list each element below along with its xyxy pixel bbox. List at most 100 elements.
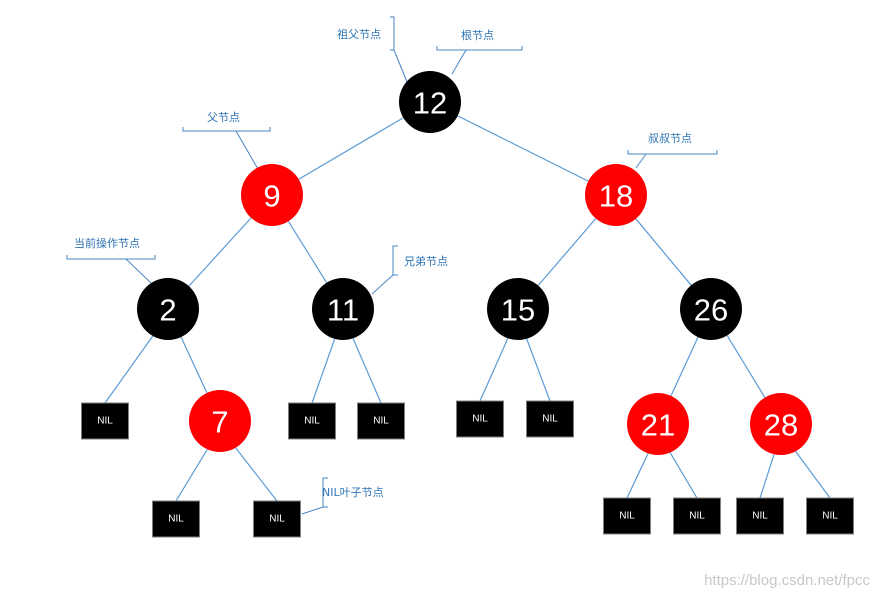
node-value: 7 [211,405,228,440]
callout-bracket-parent [182,127,271,132]
edge-n15-nil7 [526,338,551,402]
nil-box [673,497,721,535]
edge-n26-n21 [670,336,699,397]
nil-label: NIL [472,414,488,425]
nil-box [288,402,336,440]
callout-bracket-root [436,46,523,51]
node-28: 28 [750,393,812,455]
nil-box [806,497,854,535]
nil-leaf: NIL [253,500,301,538]
callout-pointer-root [451,49,467,75]
callout-label-grandparent: 祖父节点 [337,27,381,41]
node-11: 11 [312,278,374,340]
nil-box [81,402,129,440]
callout-labels: 祖父节点根节点父节点叔叔节点当前操作节点兄弟节点NIL叶子节点 [74,27,692,499]
edge-n12-n18 [457,115,589,182]
nil-label: NIL [542,414,558,425]
nil-leaf: NIL [603,497,651,535]
nil-label: NIL [168,514,184,525]
edge-n26-n28 [726,335,766,398]
callout-pointer-nil_leaf [301,506,324,515]
node-value: 21 [641,408,675,443]
node-value: 26 [694,293,728,328]
nil-leaf: NIL [526,400,574,438]
edge-n21-nil8 [626,453,649,499]
node-18: 18 [585,164,647,226]
nil-leaf: NIL [456,400,504,438]
edge-n7-nil2 [175,448,208,502]
node-value: 9 [263,179,280,214]
callout-label-nil_leaf: NIL叶子节点 [322,486,384,499]
edge-n11-nil4 [311,338,336,404]
edge-n18-n26 [635,218,692,286]
edge-n2-n7 [180,336,208,394]
node-9: 9 [241,164,303,226]
nil-leaves: NIL NIL NIL NIL NIL NIL NIL NIL NIL NIL NIL [81,400,854,538]
node-value: 11 [327,293,359,328]
nil-leaf: NIL [736,497,784,535]
red-node-circle [241,164,303,226]
red-node-circle [585,164,647,226]
nil-box [152,500,200,538]
callout-pointer-uncle [635,153,647,169]
nil-box [603,497,651,535]
nil-label: NIL [752,511,768,522]
edge-n28-nil10 [759,454,775,499]
edge-n9-n2 [188,217,252,287]
callout-pointer-sibling [371,274,394,295]
nil-label: NIL [304,416,320,427]
nil-label: NIL [269,514,285,525]
nil-box [357,402,405,440]
red-node-circle [627,393,689,455]
callout-bracket-sibling [392,245,398,276]
nil-box [526,400,574,438]
edge-n7-nil3 [235,447,278,502]
callout-pointer-grandparent [393,49,408,83]
nil-label: NIL [822,511,838,522]
black-node-circle [312,278,374,340]
nil-leaf: NIL [806,497,854,535]
node-21: 21 [627,393,689,455]
nil-label: NIL [373,416,389,427]
nil-leaf: NIL [288,402,336,440]
callout-brackets [66,16,718,515]
edge-n2-nil1 [104,335,154,404]
black-node-circle [487,278,549,340]
callout-pointer-parent [235,130,259,170]
nil-label: NIL [689,511,705,522]
red-node-circle [189,390,251,452]
node-value: 2 [159,293,176,328]
edge-n12-n9 [298,117,404,180]
node-value: 28 [764,408,798,443]
nil-leaf: NIL [81,402,129,440]
callout-bracket-nil_leaf [322,477,328,508]
nil-leaf: NIL [152,500,200,538]
callout-bracket-uncle [627,150,718,155]
red-node-circle [750,393,812,455]
nil-leaf: NIL [357,402,405,440]
callout-label-root: 根节点 [461,28,494,42]
edge-n18-n15 [537,218,597,286]
edge-n15-nil6 [479,338,509,402]
tree-edges [104,115,831,502]
node-26: 26 [680,278,742,340]
nil-label: NIL [97,416,113,427]
watermark: https://blog.csdn.net/fpcc [704,572,870,589]
black-node-circle [137,278,199,340]
callout-bracket-current [66,255,156,260]
edge-n28-nil11 [795,451,831,499]
callout-pointer-current [125,258,152,284]
edge-n9-n11 [287,220,328,284]
node-value: 18 [599,179,633,214]
nil-box [736,497,784,535]
callout-bracket-grandparent [390,16,395,51]
node-7: 7 [189,390,251,452]
callout-label-parent: 父节点 [207,111,240,124]
node-value: 15 [501,293,535,328]
callout-label-uncle: 叔叔节点 [648,131,692,145]
callout-label-current: 当前操作节点 [74,236,140,250]
node-2: 2 [137,278,199,340]
nil-leaf: NIL [673,497,721,535]
